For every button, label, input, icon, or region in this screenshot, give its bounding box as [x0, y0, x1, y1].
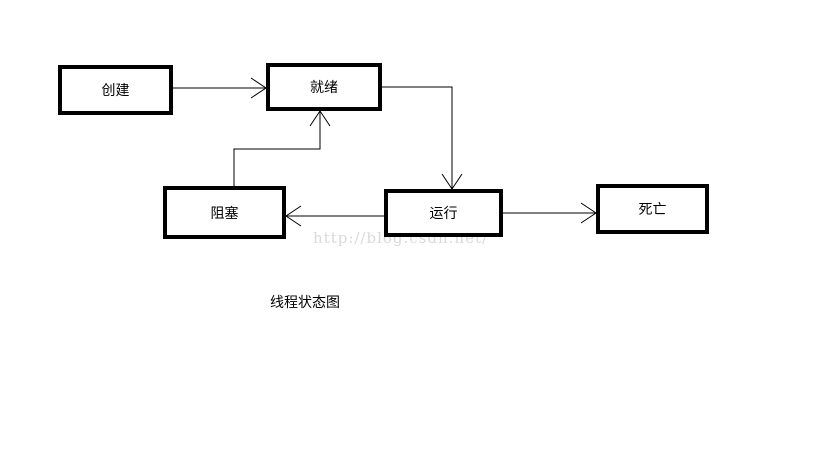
edge-running-to-blocked	[285, 205, 384, 227]
node-ready-label: 就绪	[310, 80, 338, 96]
node-blocked: 阻塞	[163, 186, 286, 239]
node-dead-label: 死亡	[638, 202, 667, 218]
edge-blocked-to-ready	[233, 110, 331, 186]
node-blocked-label: 阻塞	[210, 205, 239, 222]
node-running-label: 运行	[429, 206, 458, 222]
node-dead: 死亡	[596, 184, 709, 234]
node-create: 创建	[58, 65, 173, 115]
node-ready: 就绪	[266, 63, 382, 111]
edge-running-to-dead	[503, 202, 597, 224]
edge-ready-to-running	[382, 86, 463, 190]
diagram-caption: 线程状态图	[270, 295, 340, 311]
node-running: 运行	[384, 189, 503, 237]
node-create-label: 创建	[101, 83, 130, 99]
edge-create-to-ready	[173, 77, 267, 99]
